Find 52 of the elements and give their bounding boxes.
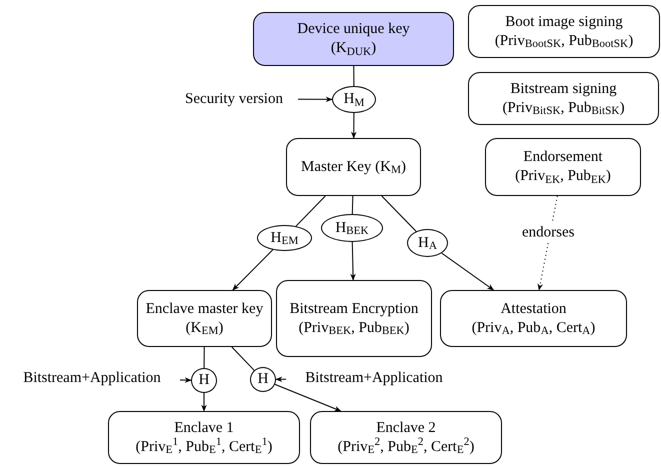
- node-text: Bitstream Encryption: [290, 300, 418, 318]
- hash-ellipse: [407, 229, 448, 257]
- node-text: Master Key (K$_{M}$): [301, 158, 406, 176]
- node-text: (K$_{DUK}$): [330, 39, 376, 58]
- node-text: H$_{A}$: [418, 234, 437, 252]
- node-text: Enclave 1: [174, 418, 234, 438]
- node-text: (Priv$_{BitSK}$, Pub$_{BitSK}$): [502, 98, 625, 118]
- arrow: [298, 96, 333, 102]
- node-text: H: [258, 370, 268, 389]
- node-text: Enclave 2: [376, 418, 436, 438]
- key-box: [276, 280, 432, 357]
- node-text: Bitstream signing: [510, 80, 617, 98]
- key-box: [253, 12, 454, 66]
- arrow: [441, 252, 494, 290]
- arrow: [274, 384, 342, 412]
- edge-label: endorses: [520, 223, 576, 242]
- node-text: Device unique key: [297, 20, 410, 39]
- node-text: H$_{BEK}$: [335, 218, 369, 238]
- key-box: [485, 138, 641, 196]
- arrow: [275, 376, 286, 382]
- hash-ellipse: [250, 367, 276, 392]
- hash-ellipse: [332, 86, 376, 113]
- node-text: (Priv$_{BEK}$, Pub$_{BEK}$): [298, 318, 410, 338]
- node-text: Endorsement: [523, 148, 603, 167]
- arrow: [350, 112, 357, 139]
- key-box: [468, 72, 659, 125]
- node-text: Security version: [185, 90, 283, 108]
- node-text: (Priv$_{E}$$^{1}$, Pub$_{E}$$^{1}$, Cert$_{E}$$^{1}$): [136, 438, 272, 456]
- node-text: (Priv$_{EK}$, Pub$_{EK}$): [515, 167, 611, 186]
- node-text: H$_{EM}$: [270, 228, 298, 248]
- node-text: Boot image signing: [505, 12, 623, 32]
- key-box: [137, 290, 272, 347]
- key-box: [286, 138, 421, 196]
- node-text: H$_{M}$: [344, 90, 364, 109]
- node-text: Enclave master key (K$_{EM}$): [144, 300, 264, 338]
- arrow: [180, 377, 192, 383]
- node-text: (Priv$_{A}$, Pub$_{A}$, Cert$_{A}$): [472, 318, 596, 338]
- hash-ellipse: [257, 225, 312, 251]
- arrow: [232, 249, 274, 290]
- node-text: (Priv$_{BootSK}$, Pub$_{BootSK}$): [494, 32, 634, 50]
- arrow: [350, 242, 356, 281]
- key-box: [440, 290, 627, 347]
- hash-ellipse: [191, 368, 217, 393]
- node-text: H: [198, 371, 210, 390]
- node-text: Bitstream+Application: [305, 368, 443, 388]
- node-text: Attestation: [500, 300, 566, 318]
- key-box: [468, 5, 660, 58]
- key-box: [108, 411, 300, 464]
- node-text: Bitstream+Application: [23, 368, 161, 388]
- key-box: [310, 411, 502, 464]
- node-text: (Priv$_{E}$$^{2}$, Pub$_{E}$$^{2}$, Cert$_{E}$$^{2}$): [338, 438, 474, 456]
- arrow: [201, 392, 207, 412]
